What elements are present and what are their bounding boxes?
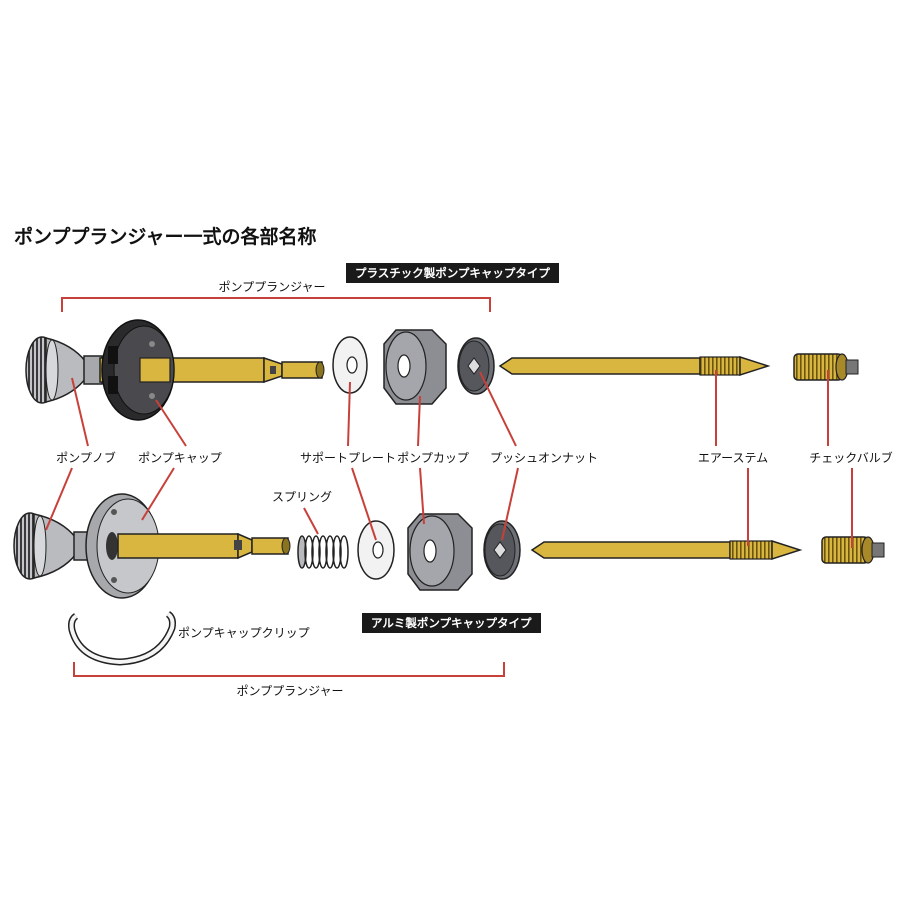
bottom-pump-cup — [407, 513, 473, 591]
badge-plastic-cap-type: プラスチック製ポンプキャップタイプ — [346, 263, 559, 283]
top-check-valve — [793, 353, 859, 381]
top-pump-knob — [25, 336, 103, 404]
bottom-support-plate — [357, 520, 395, 580]
leader-lines — [45, 370, 853, 548]
label-pump-cup: ポンプカップ — [397, 451, 469, 465]
bottom-push-on-nut — [483, 520, 521, 580]
label-push-on-nut: プッシュオンナット — [489, 451, 599, 465]
label-check-valve: チェックバルブ — [809, 451, 893, 465]
badge-aluminum-cap-type: アルミ製ポンプキャップタイプ — [362, 613, 541, 633]
pump-cap-clip — [68, 611, 176, 666]
label-air-stem: エアーステム — [697, 451, 769, 465]
bracket-label-bottom: ポンププランジャー — [236, 684, 344, 698]
bracket-label-top: ポンププランジャー — [214, 280, 330, 294]
top-pump-cap — [101, 319, 175, 421]
top-push-on-nut — [457, 337, 495, 395]
bottom-brass-shaft — [117, 532, 291, 560]
label-support-plate: サポートプレート — [299, 451, 397, 465]
top-plunger-bracket — [61, 297, 491, 312]
label-pump-cap-clip: ポンプキャップクリップ — [178, 626, 310, 640]
bottom-check-valve — [821, 536, 885, 564]
bottom-pump-knob — [13, 512, 95, 580]
top-air-stem — [498, 355, 771, 377]
bottom-plunger-bracket — [73, 662, 505, 677]
top-pump-cup — [383, 329, 447, 405]
label-pump-cap: ポンプキャップ — [138, 451, 222, 465]
top-support-plate — [332, 336, 368, 394]
label-pump-knob: ポンプノブ — [56, 451, 116, 465]
page-title: ポンププランジャー一式の各部名称 — [14, 226, 317, 248]
bottom-air-stem — [530, 539, 803, 561]
label-spring: スプリング — [271, 490, 333, 504]
spring — [297, 535, 349, 569]
